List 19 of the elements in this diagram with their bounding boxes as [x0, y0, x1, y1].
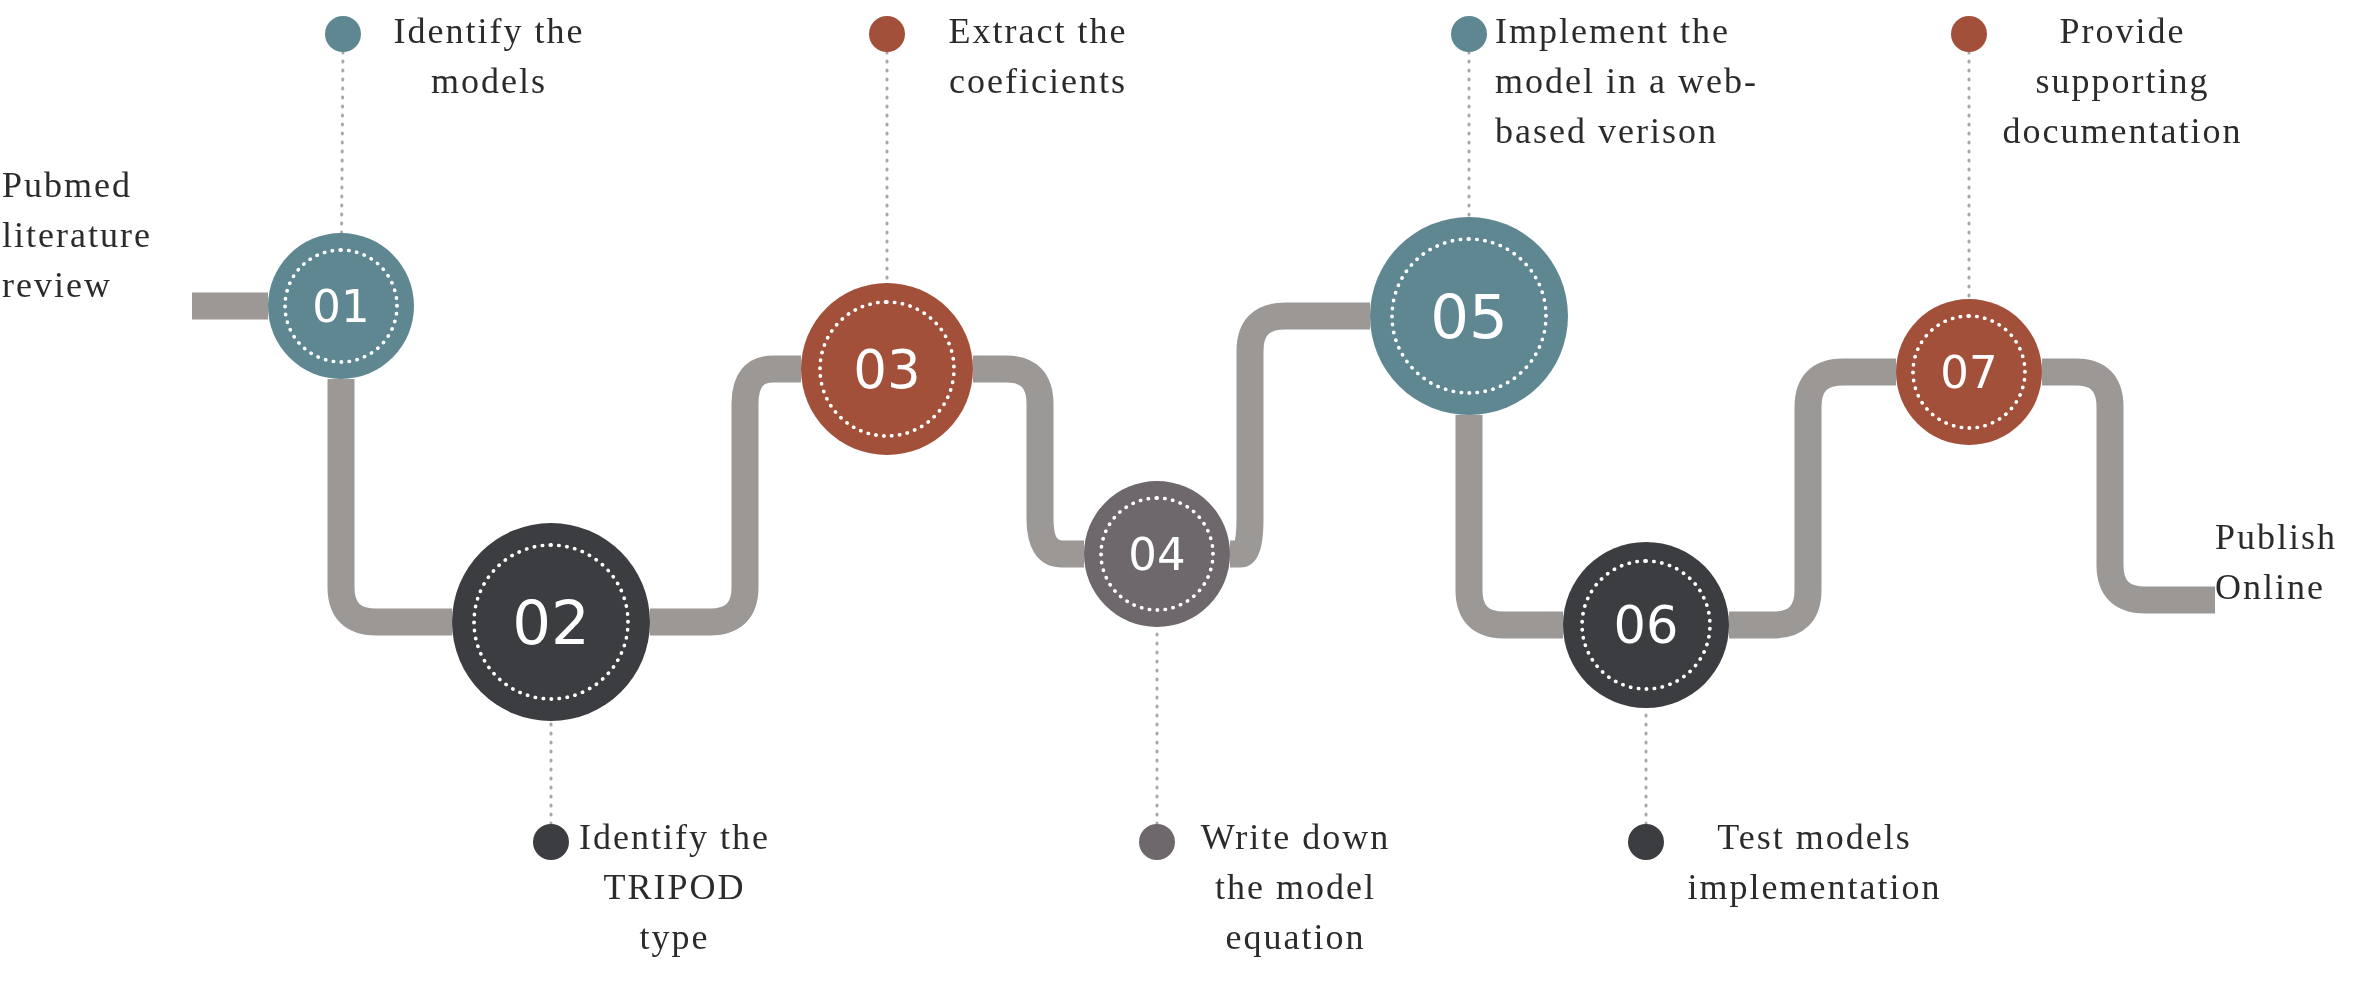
step-number: 02	[512, 586, 590, 658]
path-band	[973, 355, 1084, 568]
step-number: 03	[853, 338, 921, 400]
step-label: Identify the models	[392, 10, 586, 103]
step-label: Implement the model in a web-based verison	[1495, 10, 1759, 153]
step-label: Identify the TRIPOD type	[578, 816, 771, 959]
step-number: 04	[1128, 527, 1186, 581]
step-number: 01	[312, 279, 370, 333]
endpoint-label: Pubmed literature review	[2, 164, 153, 307]
step-number: 05	[1430, 280, 1508, 352]
step-number: 07	[1940, 345, 1998, 399]
step-number: 06	[1613, 595, 1679, 655]
endpoint-label: Publish Online	[2215, 516, 2339, 609]
step-label: Extract the coeficients	[947, 10, 1129, 103]
step-label: Provide supporting documentation	[2001, 10, 2244, 153]
step-label: Write down the model equation	[1199, 816, 1392, 959]
leader-line	[340, 50, 345, 235]
step-label: Test models implementation	[1686, 816, 1943, 909]
leader-line	[1467, 50, 1471, 219]
